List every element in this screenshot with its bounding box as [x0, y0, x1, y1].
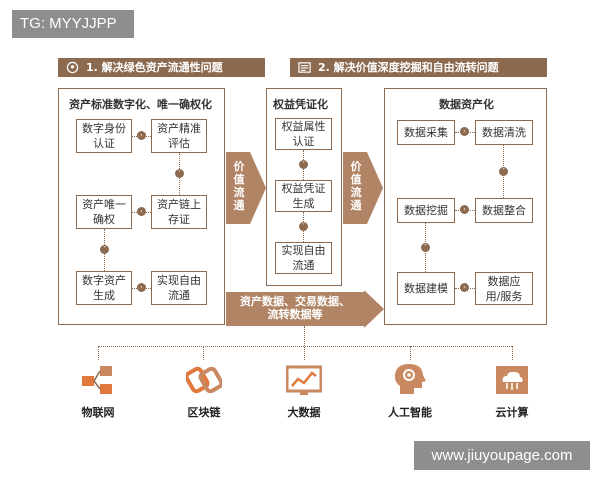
box-data-integrate: 数据整合 [475, 198, 533, 223]
panel-rights-voucher: 权益凭证化 权益属性 认证 权益凭证 生成 实现自由 流通 ˅ ˅ [266, 88, 342, 286]
value-flow-label-1: 价 值 流 通 [233, 160, 245, 212]
section-header-left-text: 1. 解决绿色资产流通性问题 [86, 61, 223, 74]
box-precise-evaluation: 资产精准 评估 [151, 119, 207, 153]
section-header-right-text: 2. 解决价值深度挖掘和自由流转问题 [318, 61, 499, 74]
box-data-clean: 数据清洗 [475, 120, 533, 145]
ai-icon [394, 364, 426, 394]
box-unique-right: 资产唯一 确权 [76, 195, 132, 229]
arrow-down-dot: ˅ [421, 243, 430, 252]
iot-icon [82, 366, 112, 394]
box-chain-storage: 资产链上 存证 [151, 195, 207, 229]
tech-label-iot: 物联网 [81, 406, 115, 419]
arrow-left-dot: ‹ [460, 205, 469, 214]
panel-title-right: 数据资产化 [439, 98, 494, 111]
section-header-right: 2. 解决价值深度挖掘和自由流转问题 [290, 58, 547, 77]
box-data-model: 数据建模 [397, 272, 455, 305]
arrow-right-dot: › [460, 283, 469, 292]
tech-label-big-data: 大数据 [287, 406, 321, 419]
cloud-computing-icon [496, 366, 528, 394]
arrow-left-dot: ‹ [137, 207, 146, 216]
arrow-down-dot: ˅ [299, 222, 308, 231]
tech-connector-branch [410, 346, 411, 360]
blockchain-icon [186, 366, 222, 394]
tech-connector-horizontal [98, 346, 512, 347]
box-data-mine: 数据挖掘 [397, 198, 455, 223]
arrow-down-dot: ˅ [299, 160, 308, 169]
panel-asset-digitization: 资产标准数字化、唯一确权化 数字身份 认证 资产精准 评估 资产唯一 确权 资产… [58, 88, 225, 325]
box-data-collect: 数据采集 [397, 120, 455, 145]
tech-connector-branch [304, 326, 305, 360]
lightbulb-icon [66, 61, 79, 74]
data-flow-label: 资产数据、交易数据、 流转数据等 [240, 295, 350, 321]
panel-data-assetization: 数据资产化 数据采集 数据清洗 数据挖掘 数据整合 数据建模 数据应 用/服务 … [384, 88, 547, 325]
arrow-down-dot: ˅ [499, 167, 508, 176]
tech-label-ai: 人工智能 [388, 406, 432, 419]
section-header-left: 1. 解决绿色资产流通性问题 [58, 58, 265, 77]
watermark-top-left: TG: MYYJJPP [12, 10, 134, 38]
value-flow-label-2: 价 值 流 通 [350, 160, 362, 212]
box-digital-asset-gen: 数字资产 生成 [76, 271, 132, 305]
arrow-right-dot: › [137, 283, 146, 292]
tech-label-cloud: 云计算 [495, 406, 529, 419]
tech-label-blockchain: 区块链 [187, 406, 221, 419]
value-flow-arrow-2 [343, 152, 383, 224]
box-attr-auth: 权益属性 认证 [275, 118, 332, 150]
tech-connector-branch [203, 346, 204, 360]
arrow-down-dot: ˅ [175, 169, 184, 178]
data-flow-arrow [226, 290, 384, 328]
arrow-right-dot: › [137, 131, 146, 140]
panel-title-left: 资产标准数字化、唯一确权化 [69, 98, 212, 111]
tech-connector-branch [98, 346, 99, 360]
document-icon [298, 62, 311, 73]
box-free-flow-left: 实现自由 流通 [151, 271, 207, 305]
box-data-apply: 数据应 用/服务 [475, 272, 533, 305]
tech-connector-branch [512, 346, 513, 360]
panel-title-mid: 权益凭证化 [273, 98, 328, 111]
arrow-right-dot: › [460, 127, 469, 136]
big-data-icon [286, 365, 322, 395]
arrow-down-dot: ˅ [100, 245, 109, 254]
value-flow-arrow-1 [226, 152, 266, 224]
watermark-bottom-right: www.jiuyoupage.com [414, 441, 590, 470]
box-voucher-gen: 权益凭证 生成 [275, 180, 332, 212]
box-free-flow-mid: 实现自由 流通 [275, 242, 332, 274]
box-digital-id-auth: 数字身份 认证 [76, 119, 132, 153]
